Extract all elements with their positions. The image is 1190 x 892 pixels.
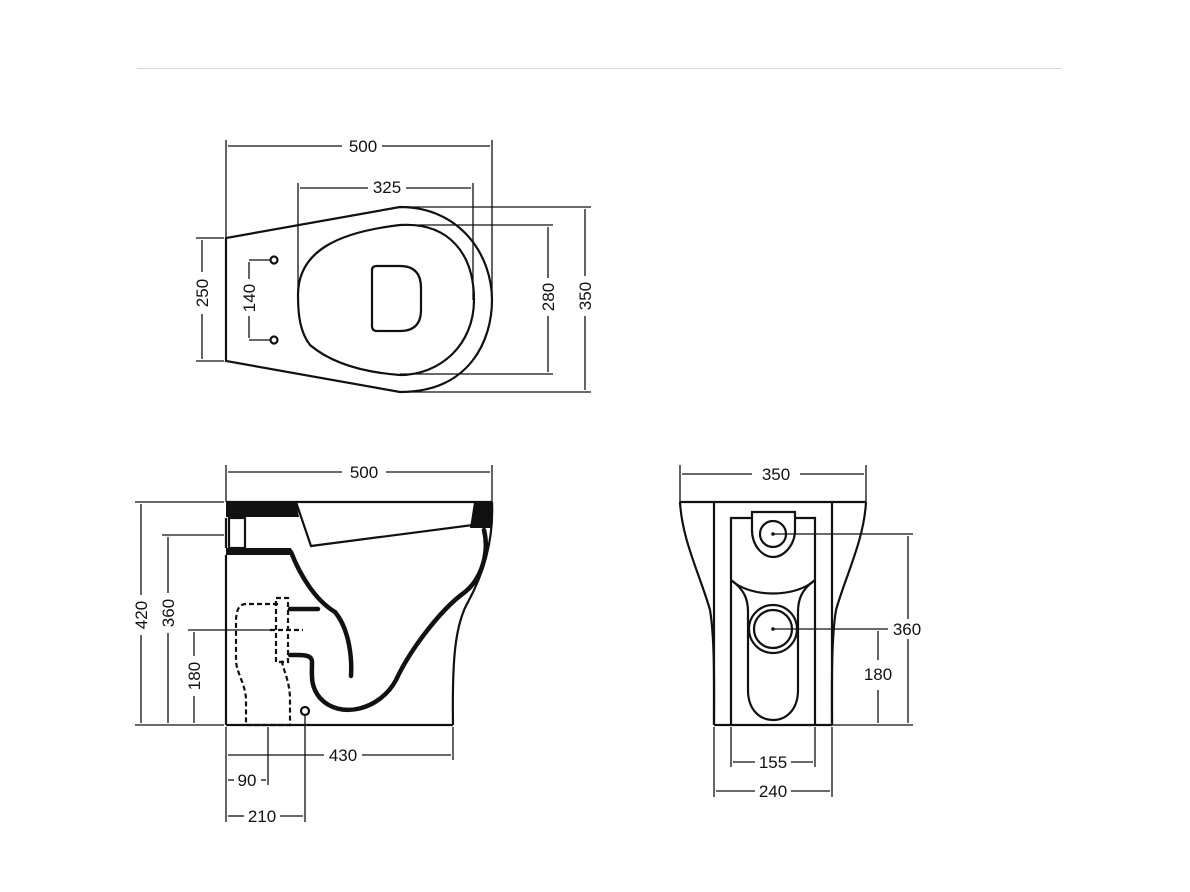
side-pan-connector [234,602,292,727]
plan-dim-bowl-length: 325 [373,178,401,197]
plan-dim-seat-fixing-centres: 140 [240,284,259,312]
seat-fixing-hole-bottom [269,335,279,345]
rear-dim-inlet-height: 360 [893,620,921,639]
seat-fixing-hole-top [269,255,279,265]
plan-outline [224,205,494,394]
side-floor-fixing [299,705,311,717]
plan-dim-bowl-inner-width: 280 [539,283,558,311]
side-dim-overall-length: 500 [350,463,378,482]
plan-dim-rear-width: 250 [193,279,212,307]
rear-dim-outlet-height: 180 [864,665,892,684]
side-dim-base-length: 430 [329,746,357,765]
side-dim-outlet-height: 180 [185,662,204,690]
rear-dim-base-width: 240 [759,782,787,801]
side-dim-fixing-setback: 210 [248,807,276,826]
rear-dim-overall-width: 350 [762,465,790,484]
plan-dim-overall-length: 500 [349,137,377,156]
side-dim-inlet-height: 360 [159,599,178,627]
header-divider [137,68,1061,69]
plan-dim-overall-width: 350 [576,282,595,310]
side-view: 500 420 360 180 430 90 210 [132,463,494,826]
plan-outlet-d [370,264,423,333]
side-rear-band [226,502,299,517]
rear-outlet-channel [730,579,816,722]
plan-bowl-rim [296,223,476,377]
rear-right-flank [830,501,868,726]
side-inlet-spigot [227,516,247,550]
side-dim-overall-height: 420 [132,601,151,629]
side-front-rim [470,502,492,528]
rear-left-flank [678,501,716,726]
rear-dim-recess-width: 155 [759,753,787,772]
plan-view: 500 325 250 140 280 350 [193,137,595,394]
side-dim-outlet-setback: 90 [238,771,257,790]
rear-view: 350 360 180 155 240 [678,465,925,801]
